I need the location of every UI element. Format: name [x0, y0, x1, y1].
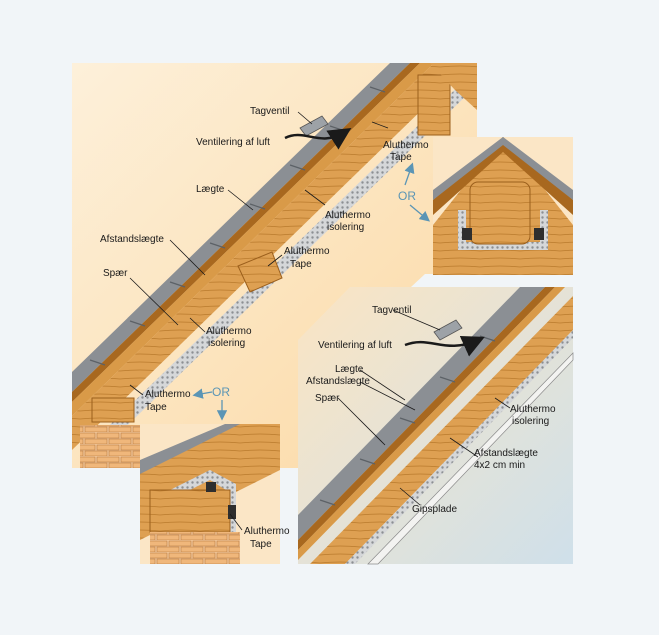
eave-detail-inset [140, 424, 280, 564]
label-laegte-right: Lægte [335, 364, 364, 375]
label-aluthermo-tape-purlin: Aluthermo [284, 246, 330, 257]
airflow-arrow-right [404, 335, 485, 357]
main-roof-section [72, 63, 477, 468]
label-isolering-right: isolering [512, 416, 549, 427]
label-afstandslaegte-main: Afstandslægte [100, 234, 164, 245]
label-aluthermo-tape-eave: Aluthermo [145, 389, 191, 400]
label-tape-eave: Tape [145, 402, 167, 413]
label-aluthermo-iso-main: Aluthermo [325, 210, 371, 221]
label-tagventil-main: Tagventil [250, 106, 289, 117]
leader-lines [129, 111, 511, 531]
or-arrow-top-2 [409, 204, 430, 222]
ridge-detail-inset [433, 137, 573, 275]
label-tape-inset: Tape [250, 539, 272, 550]
label-tagventil-right: Tagventil [372, 305, 411, 316]
label-aluthermo-iso-right: Aluthermo [510, 404, 556, 415]
main-roof-panel [72, 63, 477, 468]
label-tape-purlin: Tape [290, 259, 312, 270]
label-or-bottom: OR [212, 385, 230, 399]
or-arrow-top-1 [404, 162, 415, 186]
label-ventilering-right: Ventilering af luft [318, 340, 392, 351]
label-afstandslaegte-min: Afstandslægte [474, 448, 538, 459]
label-min-size: 4x2 cm min [474, 460, 525, 471]
label-or-top: OR [398, 189, 416, 203]
label-gipsplade: Gipsplade [412, 504, 457, 515]
ceiling-detail-panel [298, 287, 574, 565]
label-laegte-main: Lægte [196, 184, 225, 195]
label-afstandslaegte-right: Afstandslægte [306, 376, 370, 387]
labels: Tagventil Ventilering af luft Aluthermo … [100, 106, 556, 550]
airflow-arrow-main [284, 127, 352, 150]
label-aluthermo-tape-inset: Aluthermo [244, 526, 290, 537]
label-ventilering-main: Ventilering af luft [196, 137, 270, 148]
label-aluthermo-iso-low: Aluthermo [206, 326, 252, 337]
label-isolering-low: isolering [208, 338, 245, 349]
label-tape-ridge: Tape [390, 152, 412, 163]
or-arrow-bottom-1 [192, 388, 213, 399]
label-isolering-main: isolering [327, 222, 364, 233]
label-spaer-main: Spær [103, 268, 128, 279]
label-aluthermo-tape-ridge: Aluthermo [383, 140, 429, 151]
label-spaer-right: Spær [315, 393, 340, 404]
